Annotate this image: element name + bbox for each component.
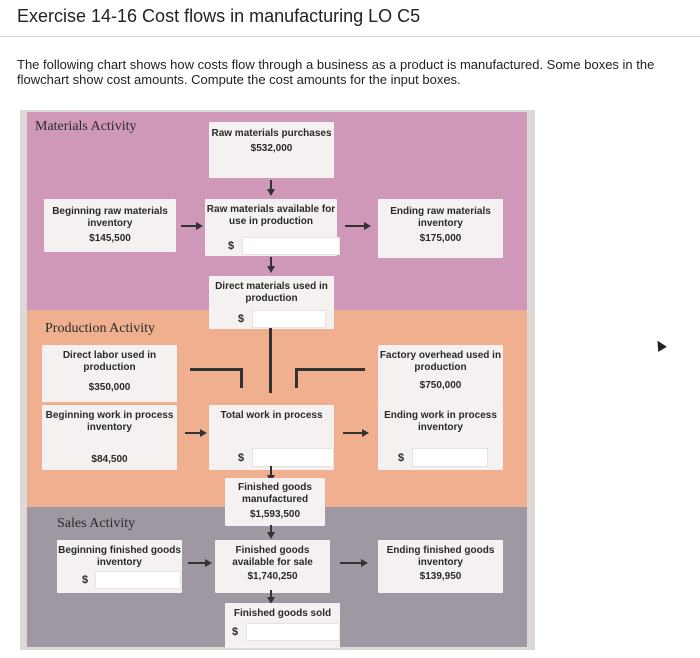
direct-materials-label: Direct materials used in production: [215, 281, 328, 304]
raw-purchases-box: Raw materials purchases $532,000: [209, 122, 334, 178]
beginning-fg-dollar: $: [82, 574, 89, 586]
connector-overhead-v: [295, 368, 298, 388]
goods-manufactured-box: Finished goods manufactured $1,593,500: [225, 478, 325, 526]
ending-fg-amount: $139,950: [419, 571, 462, 582]
raw-available-label: Raw materials available for use in produ…: [206, 204, 336, 227]
ending-raw-label: Ending raw materials inventory: [390, 206, 491, 229]
direct-materials-dollar: $: [238, 313, 245, 325]
arrow-down-4: [267, 525, 275, 539]
total-wip-dollar: $: [238, 452, 245, 464]
arrow-right-5: [188, 559, 212, 567]
ending-raw-amount: $175,000: [419, 233, 462, 244]
beginning-fg-input[interactable]: [95, 571, 181, 589]
beginning-wip-box: Beginning work in process inventory $84,…: [42, 405, 177, 470]
ending-wip-dollar: $: [398, 452, 405, 464]
factory-overhead-amount: $750,000: [419, 380, 462, 391]
beginning-fg-label: Beginning finished goods inventory: [58, 545, 181, 568]
fg-available-box: Finished goods available for sale $1,740…: [215, 540, 330, 593]
arrow-right-4: [343, 429, 369, 437]
factory-overhead-label: Factory overhead used in production: [379, 350, 502, 373]
ending-fg-box: Ending finished goods inventory $139,950: [378, 540, 503, 593]
goods-manufactured-label: Finished goods manufactured: [238, 482, 312, 505]
ending-wip-label: Ending work in process inventory: [384, 410, 497, 433]
page-title: Exercise 14-16 Cost flows in manufacturi…: [17, 6, 421, 26]
direct-labor-label: Direct labor used in production: [62, 350, 157, 373]
beginning-raw-box: Beginning raw materials inventory $145,5…: [44, 199, 176, 252]
arrow-down-1: [267, 180, 275, 196]
arrow-down-2: [267, 257, 275, 273]
direct-materials-input[interactable]: [252, 310, 326, 328]
fg-available-amount: $1,740,250: [247, 571, 298, 582]
goods-sold-input[interactable]: [246, 623, 340, 641]
goods-sold-label: Finished goods sold: [233, 608, 332, 619]
beginning-raw-label: Beginning raw materials inventory: [52, 206, 168, 229]
goods-manufactured-amount: $1,593,500: [249, 509, 301, 520]
raw-available-dollar: $: [228, 240, 235, 252]
ending-raw-box: Ending raw materials inventory $175,000: [378, 199, 503, 258]
direct-labor-box: Direct labor used in production $350,000: [42, 345, 177, 402]
total-wip-input[interactable]: [252, 448, 334, 467]
connector-labor-h: [190, 368, 242, 371]
ending-fg-label: Ending finished goods inventory: [386, 545, 495, 568]
arrow-right-2: [345, 222, 371, 230]
intro-text: The following chart shows how costs flow…: [17, 57, 655, 87]
arrow-right-6: [340, 559, 368, 567]
factory-overhead-box: Factory overhead used in production $750…: [378, 345, 503, 405]
sales-section-label: Sales Activity: [57, 516, 136, 531]
mouse-cursor-icon: [653, 338, 667, 352]
beginning-wip-label: Beginning work in process inventory: [45, 410, 174, 433]
production-section-label: Production Activity: [45, 321, 156, 336]
materials-section-label: Materials Activity: [35, 119, 137, 134]
arrow-right-3: [185, 429, 207, 437]
connector-materials-v: [269, 328, 272, 393]
goods-sold-dollar: $: [232, 626, 239, 638]
fg-available-label: Finished goods available for sale: [232, 545, 313, 568]
ending-wip-input[interactable]: [412, 448, 488, 467]
direct-labor-amount: $350,000: [88, 382, 131, 393]
connector-labor-v: [240, 368, 243, 388]
title-divider: [0, 36, 700, 37]
total-wip-label: Total work in process: [220, 410, 323, 421]
arrow-down-3: [267, 466, 275, 482]
raw-purchases-amount: $532,000: [250, 143, 293, 154]
raw-purchases-label: Raw materials purchases: [211, 128, 332, 139]
beginning-raw-amount: $145,500: [89, 233, 131, 244]
raw-available-input[interactable]: [242, 237, 340, 255]
arrow-right-1: [181, 222, 203, 230]
beginning-wip-amount: $84,500: [91, 454, 128, 465]
arrow-down-5: [267, 590, 275, 604]
connector-overhead-h: [295, 368, 365, 371]
